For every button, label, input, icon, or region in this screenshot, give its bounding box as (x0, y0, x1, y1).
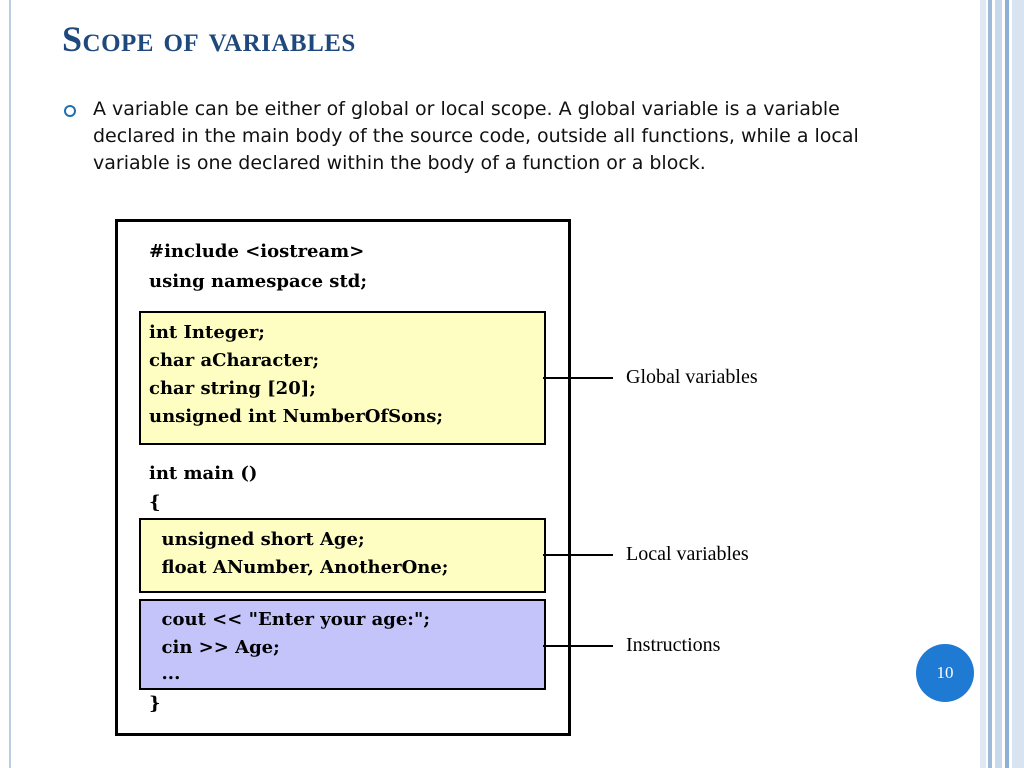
instructions-callout: Instructions (626, 634, 721, 656)
code-line: using namespace std; (149, 271, 367, 292)
code-line: int main () (149, 463, 258, 484)
code-line: char string [20]; (149, 378, 316, 399)
code-line: ... (149, 663, 181, 684)
global-variables-box: int Integer; char aCharacter; char strin… (139, 311, 546, 445)
code-line: { (149, 492, 161, 513)
code-line: int Integer; (149, 322, 265, 343)
right-decorative-stripes (980, 0, 1024, 768)
code-line: unsigned short Age; (149, 529, 365, 550)
local-leader-line (543, 554, 613, 556)
code-figure: #include <iostream> using namespace std;… (115, 219, 571, 736)
bullet-item: A variable can be either of global or lo… (62, 96, 862, 177)
code-line: cin >> Age; (149, 637, 280, 658)
global-leader-line (543, 377, 613, 379)
bullet-text: A variable can be either of global or lo… (93, 98, 859, 174)
slide-title: Scope of variables (62, 19, 356, 59)
global-variables-callout: Global variables (626, 366, 758, 388)
circle-bullet-icon (64, 105, 76, 117)
page-number-badge: 10 (916, 644, 974, 702)
left-border-rule (9, 0, 11, 768)
instructions-leader-line (543, 645, 613, 647)
instructions-box: cout << "Enter your age:"; cin >> Age; .… (139, 599, 546, 690)
code-line: #include <iostream> (149, 241, 365, 262)
code-line: float ANumber, AnotherOne; (149, 557, 449, 578)
local-variables-box: unsigned short Age; float ANumber, Anoth… (139, 518, 546, 593)
code-line: unsigned int NumberOfSons; (149, 406, 444, 427)
code-line: } (149, 693, 161, 714)
code-line: cout << "Enter your age:"; (149, 609, 430, 630)
code-line: char aCharacter; (149, 350, 320, 371)
local-variables-callout: Local variables (626, 543, 749, 565)
